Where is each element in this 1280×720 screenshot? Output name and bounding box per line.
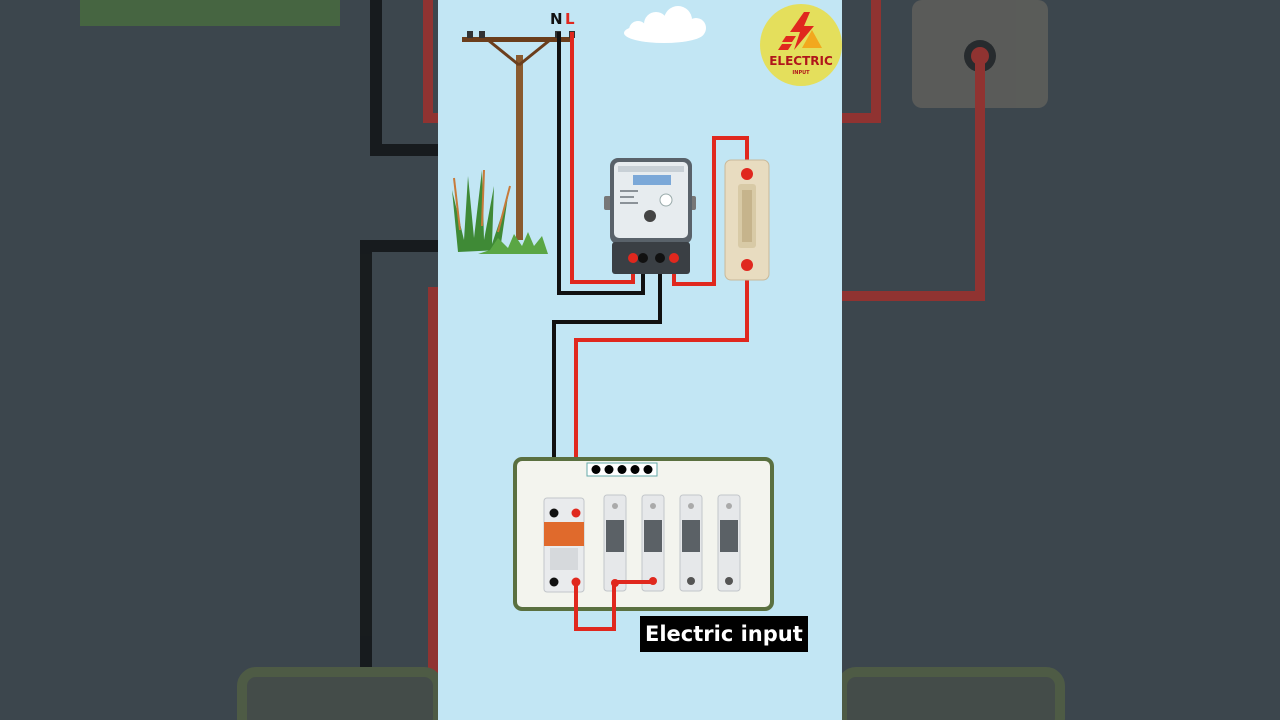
mcb-icon <box>717 494 741 592</box>
live-label: L <box>565 10 575 28</box>
energy-meter-icon <box>604 158 696 274</box>
live-wire-mcb-output <box>574 582 616 631</box>
live-wire-cutout-mcb <box>574 265 749 513</box>
diagram-panel: N L ELECTRIC INPUT Electric input <box>438 0 842 720</box>
cutout-fuse-icon <box>724 159 770 281</box>
neutral-wire-pole-meter <box>557 32 645 295</box>
mcb-icon <box>603 494 627 592</box>
wiring-diagram <box>452 6 774 631</box>
lightning-logo-icon <box>778 12 822 50</box>
mcb-icon <box>641 494 665 592</box>
live-wire-meter-cutout <box>672 136 749 286</box>
grass-icon <box>452 169 548 254</box>
neutral-wire-meter-mcb <box>552 258 662 513</box>
logo-subtitle: INPUT <box>792 70 810 76</box>
caption: Electric input <box>640 616 808 652</box>
cloud-icon <box>624 6 706 43</box>
double-pole-mcb-icon <box>543 497 585 593</box>
mcb-icon <box>679 494 703 592</box>
neutral-label: N <box>550 10 563 28</box>
logo-title: ELECTRIC <box>769 54 833 68</box>
channel-logo[interactable]: ELECTRIC INPUT <box>760 4 842 86</box>
